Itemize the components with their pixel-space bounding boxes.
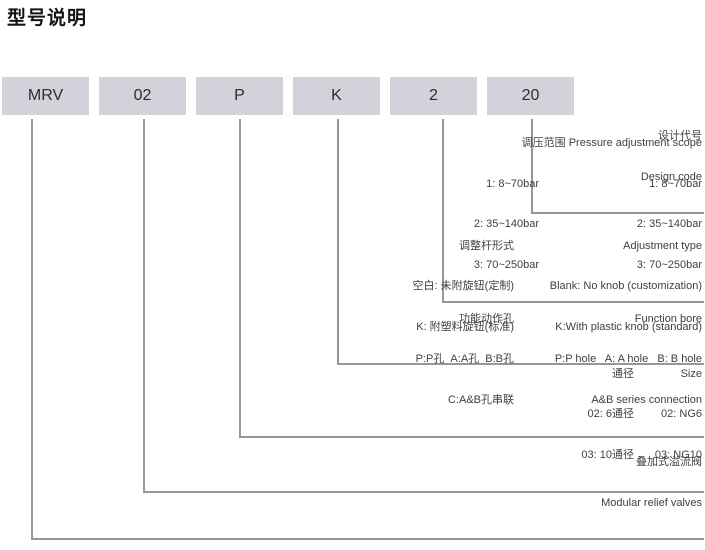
code-box-size-label: 02 xyxy=(133,87,152,104)
connector-line-design-code xyxy=(531,119,704,214)
function-bore-row-2-en: A&B series connection xyxy=(591,393,702,406)
page-title: 型号说明 xyxy=(7,8,88,29)
connector-line-pressure xyxy=(442,119,704,303)
function-bore-header-zh: 功能动作孔 xyxy=(459,312,514,325)
adjustment-row-1: 空白: 未附旋钮(定制) Blank: No knob (customizati… xyxy=(413,280,702,294)
adjustment-header: 调整杆形式 Adjustment type xyxy=(413,240,702,254)
function-bore-row-1-zh: P:P孔 A:A孔 B:B孔 xyxy=(415,353,514,365)
pressure-scope-header: 调压范围 Pressure adjustment scope xyxy=(521,137,702,149)
function-bore-row-2-zh: C:A&B孔串联 xyxy=(447,393,514,406)
code-box-adjustment-label: K xyxy=(331,87,342,104)
model-code-row: MRV 02 P K 2 20 xyxy=(2,77,574,115)
connector-line-function-bore xyxy=(239,119,704,438)
pressure-row-3-zh: 3: 70~250bar xyxy=(473,258,539,271)
size-row-2-en: 03: NG10 xyxy=(654,448,702,461)
design-code-en: Design code xyxy=(640,170,702,183)
code-box-series-label: MRV xyxy=(27,87,64,104)
size-row-2: 03: 10通径 03: NG10 xyxy=(581,449,702,463)
adjustment-row-2-en: K:With plastic knob (standard) xyxy=(555,320,702,333)
size-row-2-zh: 03: 10通径 xyxy=(581,448,634,461)
product-name-zh: 叠加式溢流阀 xyxy=(636,456,702,468)
function-bore-row-1-en: P:P hole A: A hole B: B hole xyxy=(554,353,702,365)
function-bore-row-1: P:P孔 A:A孔 B:B孔 P:P hole A: A hole B: B h… xyxy=(416,353,702,367)
adjustment-row-1-en: Blank: No knob (customization) xyxy=(549,280,702,292)
pressure-row-2-zh: 2: 35~140bar xyxy=(473,218,539,230)
adjustment-header-en: Adjustment type xyxy=(623,239,702,252)
adjustment-type-label: 调整杆形式 Adjustment type 空白: 未附旋钮(定制) Blank… xyxy=(413,213,702,362)
pressure-row-3-en: 3: 70~250bar xyxy=(636,258,702,271)
adjustment-row-2: K: 附塑料旋钮(标准) K:With plastic knob (standa… xyxy=(413,321,702,335)
connector-line-size xyxy=(143,119,704,493)
product-name-label: 叠加式溢流阀 Modular relief valves xyxy=(601,429,702,537)
size-row-1: 02: 6通径 02: NG6 xyxy=(581,408,702,422)
pressure-row-1: 1: 8~70bar 1: 8~70bar xyxy=(474,178,702,192)
design-code-zh: 设计代号 xyxy=(658,130,702,142)
size-label: 通径 Size 02: 6通径 02: NG6 03: 10通径 03: NG1… xyxy=(581,341,702,490)
pressure-row-3: 3: 70~250bar 3: 70~250bar xyxy=(474,259,702,273)
size-header: 通径 Size xyxy=(581,368,702,382)
pressure-row-2-en: 2: 35~140bar xyxy=(636,218,702,230)
code-box-pressure: 2 xyxy=(390,77,477,115)
function-bore-header: 功能动作孔 Function bore xyxy=(416,313,702,327)
adjustment-row-2-zh: K: 附塑料旋钮(标准) xyxy=(416,320,514,333)
code-box-pressure-label: 2 xyxy=(429,87,438,104)
pressure-row-2: 2: 35~140bar 2: 35~140bar xyxy=(474,218,702,232)
function-bore-header-en: Function bore xyxy=(634,312,702,325)
code-box-function-bore: P xyxy=(196,77,283,115)
product-name-en: Modular relief valves xyxy=(601,496,702,509)
size-row-1-en: 02: NG6 xyxy=(661,408,702,420)
design-code-label: 设计代号 Design code xyxy=(641,103,702,211)
code-box-design-code-label: 20 xyxy=(521,87,540,104)
function-bore-label: 功能动作孔 Function bore P:P孔 A:A孔 B:B孔 P:P h… xyxy=(416,286,702,435)
code-box-design-code: 20 xyxy=(487,77,574,115)
adjustment-header-zh: 调整杆形式 xyxy=(459,239,514,252)
connector-line-adjustment xyxy=(337,119,704,365)
code-box-function-bore-label: P xyxy=(234,87,245,104)
code-box-size: 02 xyxy=(99,77,186,115)
adjustment-row-1-zh: 空白: 未附旋钮(定制) xyxy=(412,280,514,292)
code-box-adjustment: K xyxy=(293,77,380,115)
size-header-en: Size xyxy=(680,367,702,380)
size-header-zh: 通径 xyxy=(612,367,634,380)
connector-line-product xyxy=(31,119,704,540)
code-box-series: MRV xyxy=(2,77,89,115)
pressure-scope-label: 调压范围 Pressure adjustment scope 1: 8~70ba… xyxy=(474,110,702,299)
function-bore-row-2: C:A&B孔串联 A&B series connection xyxy=(416,394,702,408)
pressure-row-1-en: 1: 8~70bar xyxy=(649,177,702,190)
size-row-1-zh: 02: 6通径 xyxy=(587,408,634,420)
pressure-row-1-zh: 1: 8~70bar xyxy=(486,177,539,190)
